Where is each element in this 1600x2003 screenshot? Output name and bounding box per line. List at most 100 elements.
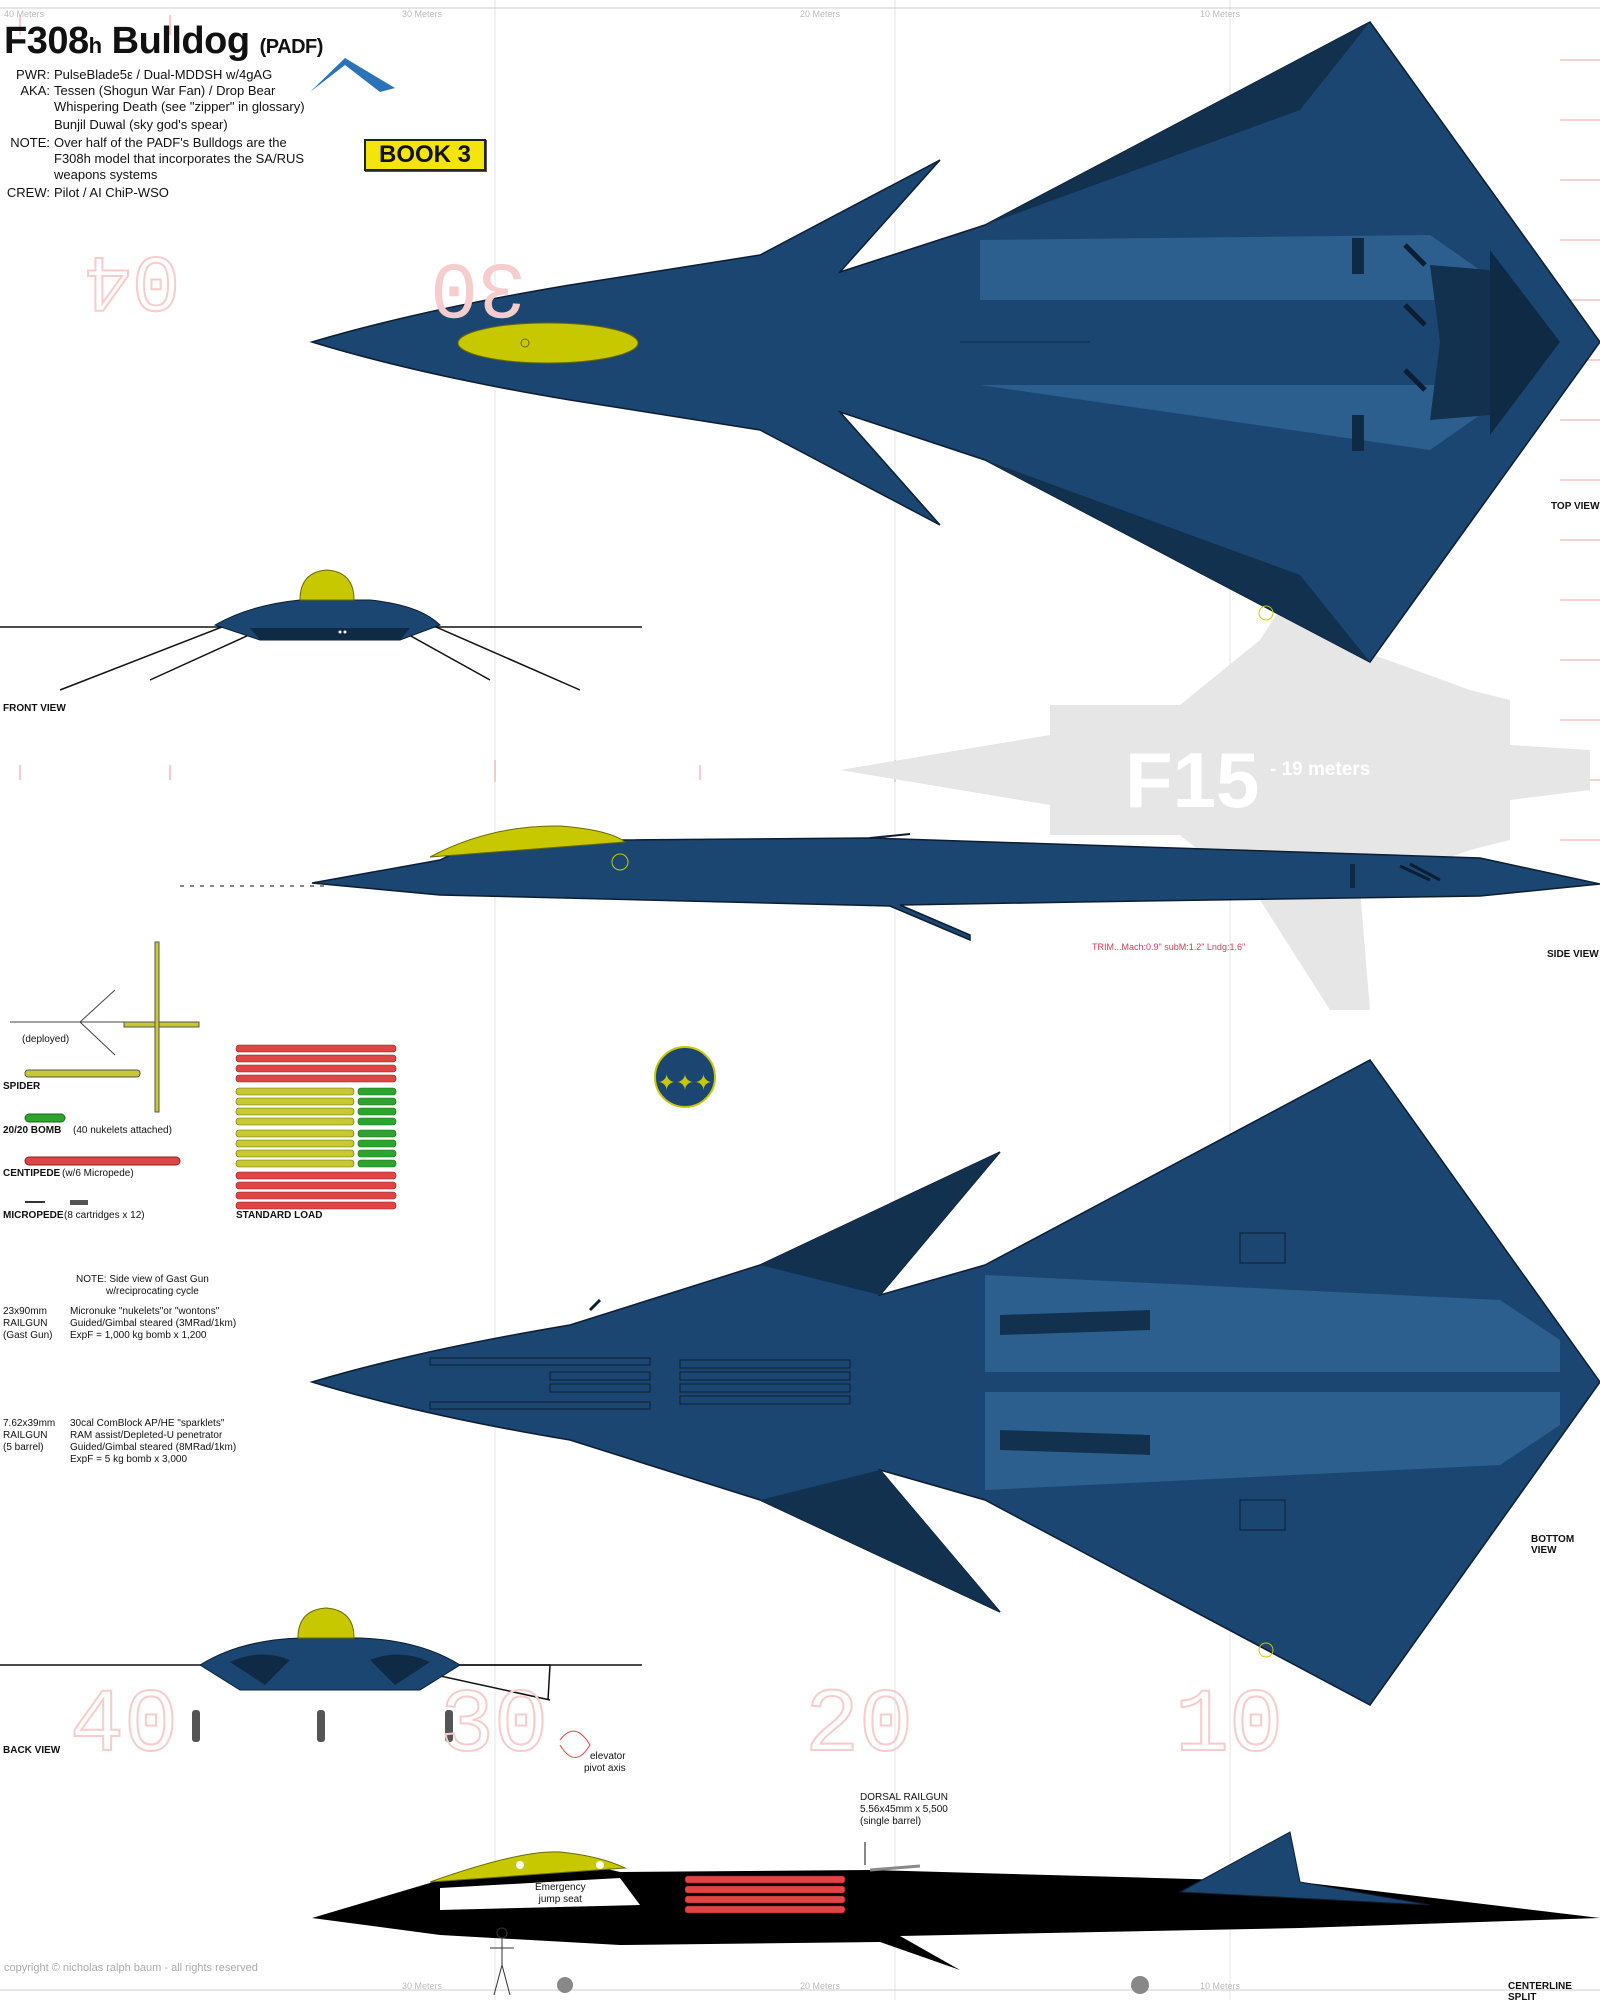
f15-size: - 19 meters: [1270, 759, 1371, 780]
page-title: F308h Bulldog (PADF): [4, 20, 323, 63]
gast-note-line-1: NOTE: Side view of Gast Gun: [76, 1274, 209, 1285]
svg-text:04: 04: [84, 233, 180, 324]
spec-label-pwr: PWR:: [16, 67, 50, 82]
spec-note-line-2: F308h model that incorporates the SA/RUS: [54, 151, 305, 166]
centipede-note: (w/6 Micropede): [62, 1168, 134, 1179]
padf-roundel: ✦✦✦: [654, 1046, 716, 1108]
railgun2-spec-line-3: (5 barrel): [3, 1442, 44, 1453]
railgun2-spec-line-2: RAILGUN: [3, 1430, 48, 1441]
svg-text:30: 30: [440, 1676, 548, 1778]
micropede-note: (8 cartridges x 12): [64, 1210, 145, 1221]
dorsal-line-3: (single barrel): [860, 1816, 922, 1827]
railgun2-spec: 7.62x39mm RAILGUN (5 barrel): [3, 1418, 55, 1454]
standard-load-rack: [235, 1044, 397, 1210]
ruler-label-30-bottom: 30 Meters: [402, 1981, 443, 1991]
bomb-note: (40 nukelets attached): [73, 1125, 172, 1136]
micropede-label: MICROPEDE: [3, 1210, 64, 1221]
railgun2-desc-line-3: Guided/Gimbal steared (8MRad/1km): [70, 1442, 237, 1453]
spec-label-note: NOTE:: [10, 135, 50, 150]
spider-label: SPIDER: [3, 1081, 41, 1092]
spec-label-aka: AKA:: [20, 83, 50, 98]
spec-note-line-3: weapons systems: [54, 167, 158, 182]
green-bombs-b: [357, 1129, 397, 1168]
emergency-line-2: jump seat: [538, 1894, 582, 1905]
spec-note-line-1: Over half of the PADF's Bulldogs are the: [54, 135, 287, 150]
yellow-missiles-a: [235, 1087, 355, 1126]
title-main: F308: [4, 20, 89, 62]
dorsal-line-2: 5.56x45mm x 5,500: [860, 1804, 948, 1815]
label-front-view: FRONT VIEW: [3, 703, 66, 714]
svg-text:40: 40: [70, 1676, 178, 1778]
railgun2-desc-line-4: ExpF = 5 kg bomb x 3,000: [70, 1454, 188, 1465]
bomb-weapon: [24, 1113, 66, 1123]
big-mark-30-upper: 30: [430, 240, 527, 331]
railgun2-desc-line-1: 30cal ComBlock AP/HE "sparklets": [70, 1418, 225, 1429]
red-missiles-upper: [235, 1044, 397, 1083]
red-missiles-lower: [235, 1171, 397, 1210]
spec-aka-line-1: Tessen (Shogun War Fan) / Drop Bear: [54, 83, 276, 98]
railgun2-desc-line-2: RAM assist/Depleted-U penetrator: [70, 1430, 223, 1441]
trim-note: TRIM...Mach:0.9" subM:1.2" Lndg:1.6": [1092, 942, 1246, 952]
back-view-aircraft: [0, 1607, 642, 1758]
elevator-note-line-1: elevator: [590, 1751, 626, 1762]
emergency-line-1: Emergency: [535, 1882, 586, 1893]
green-bombs-a: [357, 1087, 397, 1126]
spec-pwr-line: PulseBlade5ε / Dual-MDDSH w/4gAG: [54, 67, 273, 82]
label-top-view: TOP VIEW: [1551, 501, 1600, 512]
ruler-label-20-bottom: 20 Meters: [800, 1981, 841, 1991]
ruler-label-10-bottom: 10 Meters: [1200, 1981, 1241, 1991]
svg-text:20: 20: [805, 1676, 913, 1778]
yellow-missiles-b: [235, 1129, 355, 1168]
dorsal-railgun-note: DORSAL RAILGUN 5.56x45mm x 5,500 (single…: [860, 1792, 948, 1828]
emergency-seat-note: Emergency jump seat: [535, 1882, 586, 1906]
railgun2-spec-line-1: 7.62x39mm: [3, 1418, 56, 1429]
ruler-right: [1560, 59, 1600, 841]
railgun2-desc: 30cal ComBlock AP/HE "sparklets" RAM ass…: [70, 1418, 236, 1466]
spec-aka-line-3: Bunjil Duwal (sky god's spear): [54, 117, 228, 132]
ruler-label-10: 10 Meters: [1200, 9, 1241, 19]
spec-label-crew: CREW:: [6, 185, 50, 200]
elevator-note-line-2: pivot axis: [584, 1763, 626, 1774]
railgun1-spec-line-2: RAILGUN: [3, 1318, 48, 1329]
spider-note: (deployed): [22, 1034, 70, 1045]
ruler-label-20: 20 Meters: [800, 9, 841, 19]
skeleton-figure: [490, 1927, 514, 1996]
centerline-aircraft: [312, 1831, 1600, 1996]
railgun1-desc-line-2: Guided/Gimbal steared (3MRad/1km): [70, 1318, 237, 1329]
bottom-view-aircraft: [309, 1059, 1600, 1706]
big-ruler-upper: 04: [83, 232, 181, 325]
ruler-label-40: 40 Meters: [4, 9, 45, 19]
title-sub: h: [88, 33, 102, 58]
standard-load-label: STANDARD LOAD: [236, 1210, 323, 1221]
copyright-notice: copyright © nicholas ralph baum - all ri…: [4, 1962, 258, 1974]
micropede-weapon: [25, 1200, 88, 1205]
top-view-aircraft: [309, 21, 1600, 663]
railgun1-desc-line-1: Micronuke "nukelets"or "wontons": [70, 1306, 220, 1317]
label-back-view: BACK VIEW: [3, 1745, 61, 1756]
f15-ghost-silhouette: [840, 530, 1590, 1010]
svg-text:✦✦✦: ✦✦✦: [657, 1071, 712, 1096]
railgun1-desc: Micronuke "nukelets"or "wontons" Guided/…: [70, 1306, 236, 1342]
centipede-label: CENTIPEDE: [3, 1168, 61, 1179]
company-logo: N: [310, 58, 395, 93]
spec-aka-line-2: Whispering Death (see "zipper" in glossa…: [54, 99, 305, 114]
side-view-aircraft: [180, 825, 1600, 942]
f15-label: F15: [1125, 736, 1260, 824]
book-badge: BOOK 3: [364, 139, 486, 171]
svg-text:N: N: [341, 79, 350, 93]
label-bottom-view: BOTTOM VIEW: [1531, 1534, 1575, 1556]
bomb-label: 20/20 BOMB: [3, 1125, 62, 1136]
spider-weapon: [10, 941, 200, 1113]
railgun1-spec-line-1: 23x90mm: [3, 1306, 47, 1317]
front-view-aircraft: [0, 569, 642, 691]
title-org: (PADF): [259, 36, 324, 58]
ruler-label-30: 30 Meters: [402, 9, 443, 19]
title-name: Bulldog: [111, 20, 250, 62]
railgun1-desc-line-3: ExpF = 1,000 kg bomb x 1,200: [70, 1330, 207, 1341]
ruler-top: [0, 7, 1600, 1991]
label-side-view: SIDE VIEW: [1547, 949, 1599, 960]
gast-note-line-2: w/reciprocating cycle: [106, 1286, 199, 1297]
spec-crew-line: Pilot / AI ChiP-WSO: [54, 185, 169, 200]
